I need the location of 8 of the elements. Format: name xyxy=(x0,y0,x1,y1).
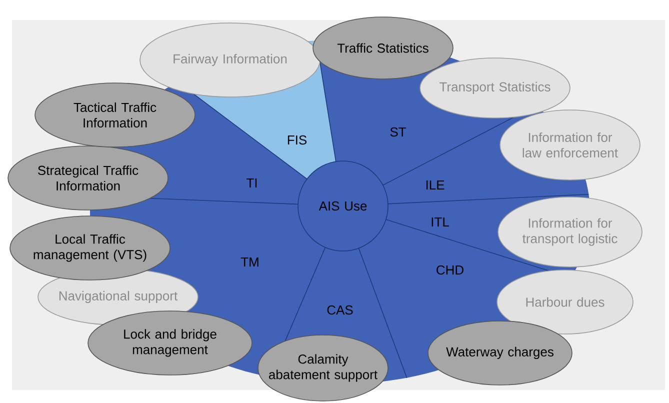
sector-label: FIS xyxy=(288,135,307,145)
sector-label: ILE xyxy=(426,180,444,190)
sector-label: CAS xyxy=(327,305,353,315)
sector-label: ST xyxy=(390,127,406,137)
sector-label: TI xyxy=(246,178,257,188)
sector-label: CHD xyxy=(436,265,464,275)
sector-label: ITL xyxy=(432,218,449,226)
sector-label: TM xyxy=(240,258,258,266)
